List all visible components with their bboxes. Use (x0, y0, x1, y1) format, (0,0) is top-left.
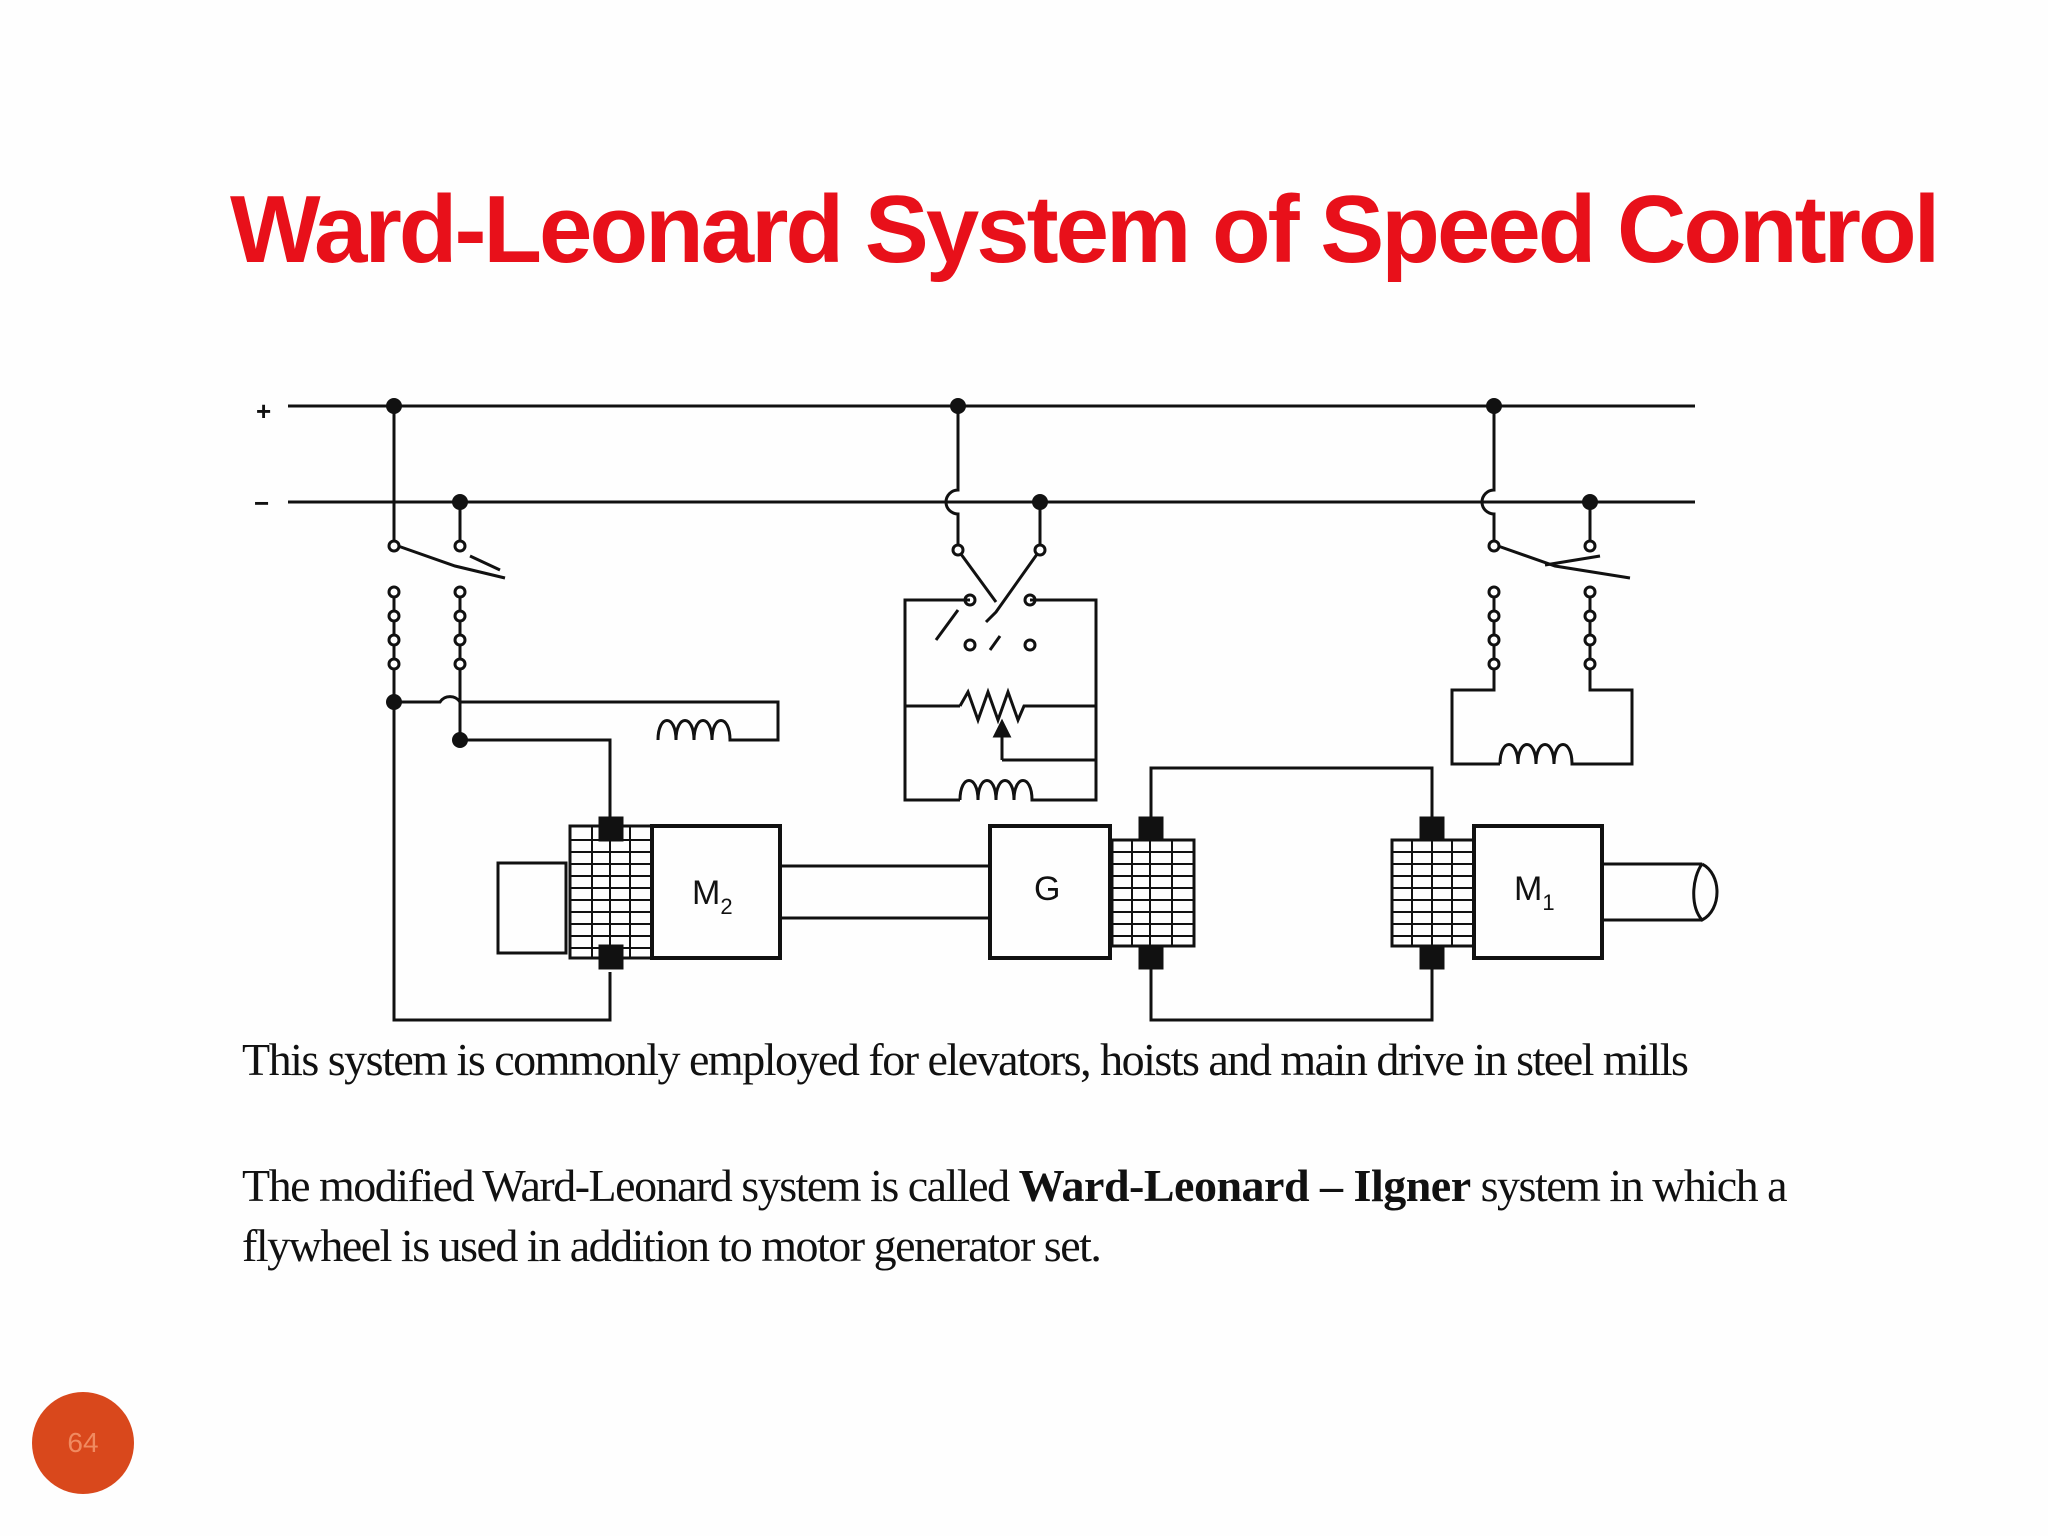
m1-field-coil (1498, 743, 1584, 766)
m2-label: M2 (692, 874, 733, 919)
generator-box (988, 824, 1112, 960)
ilgner-description: The modified Ward-Leonard system is call… (242, 1156, 1922, 1276)
m2-armature-brushes (570, 826, 652, 958)
ilgner-text-end: system in which a flywheel is used in ad… (242, 1160, 1788, 1271)
positive-terminal-label: + (256, 396, 271, 426)
generator-armature-brushes (1112, 840, 1194, 946)
ward-leonard-circuit-diagram: + − M2 G M1 (254, 396, 1719, 1022)
usage-description: This system is commonly employed for ele… (242, 1034, 1689, 1085)
m2-field-coil (656, 700, 780, 742)
m1-armature-brushes (1392, 840, 1474, 946)
m1-starter-resistors (1487, 539, 1597, 671)
negative-terminal-label: − (254, 488, 269, 518)
generator-field-rheostat (958, 687, 1096, 725)
m1-label: M1 (1514, 870, 1555, 915)
ilgner-text-start: The modified Ward-Leonard system is call… (242, 1160, 1019, 1211)
junction-dots (386, 398, 1598, 748)
ilgner-system-name: Ward-Leonard – Ilgner (1018, 1160, 1472, 1211)
generator-field-coil (958, 779, 1040, 802)
m1-motor-box (1472, 824, 1604, 960)
m2-starter-resistors (387, 539, 467, 671)
m2-motor-box (650, 824, 782, 960)
generator-label: G (1034, 870, 1060, 908)
slide-title: Ward-Leonard System of Speed Control (230, 176, 1940, 283)
slide-number-badge: 64 (32, 1392, 134, 1494)
